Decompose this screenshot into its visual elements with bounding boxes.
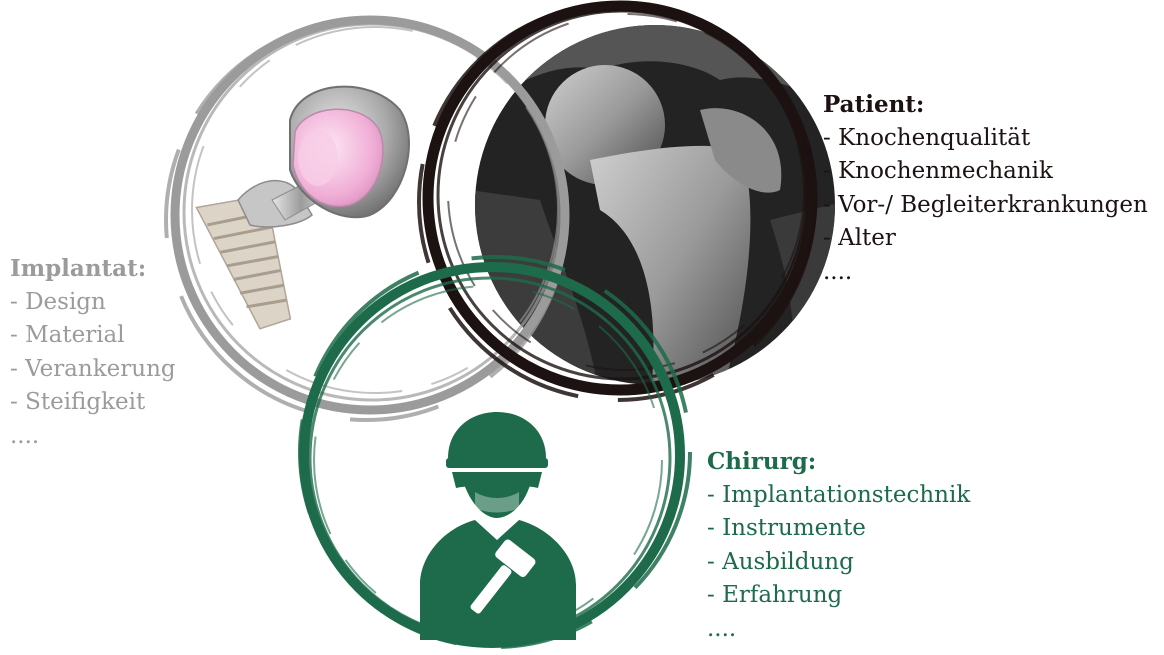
implant-item: - Design	[10, 286, 176, 320]
implant-item: - Verankerung	[10, 353, 176, 387]
surgeon-heading: Chirurg:	[707, 445, 970, 479]
surgeon-item: ....	[707, 613, 970, 647]
surgeon-with-hammer-icon	[420, 412, 576, 640]
patient-factors: Patient: - Knochenqualität - Knochenmech…	[823, 88, 1148, 289]
patient-item: ....	[823, 256, 1148, 290]
patient-item: - Vor-/ Begleiterkrankungen	[823, 189, 1148, 223]
implant-heading: Implantat:	[10, 252, 176, 286]
implant-factors: Implantat: - Design - Material - Veranke…	[10, 252, 176, 453]
surgeon-factors: Chirurg: - Implantationstechnik - Instru…	[707, 445, 970, 646]
patient-item: - Knochenmechanik	[823, 155, 1148, 189]
patient-heading: Patient:	[823, 88, 1148, 122]
patient-item: - Alter	[823, 222, 1148, 256]
surgeon-item: - Erfahrung	[707, 579, 970, 613]
implant-item: ....	[10, 420, 176, 454]
implant-item: - Steifigkeit	[10, 386, 176, 420]
femur-mri-icon	[470, 20, 850, 400]
surgeon-item: - Implantationstechnik	[707, 479, 970, 513]
implant-item: - Material	[10, 319, 176, 353]
surgeon-item: - Ausbildung	[707, 546, 970, 580]
patient-item: - Knochenqualität	[823, 122, 1148, 156]
surgeon-item: - Instrumente	[707, 512, 970, 546]
